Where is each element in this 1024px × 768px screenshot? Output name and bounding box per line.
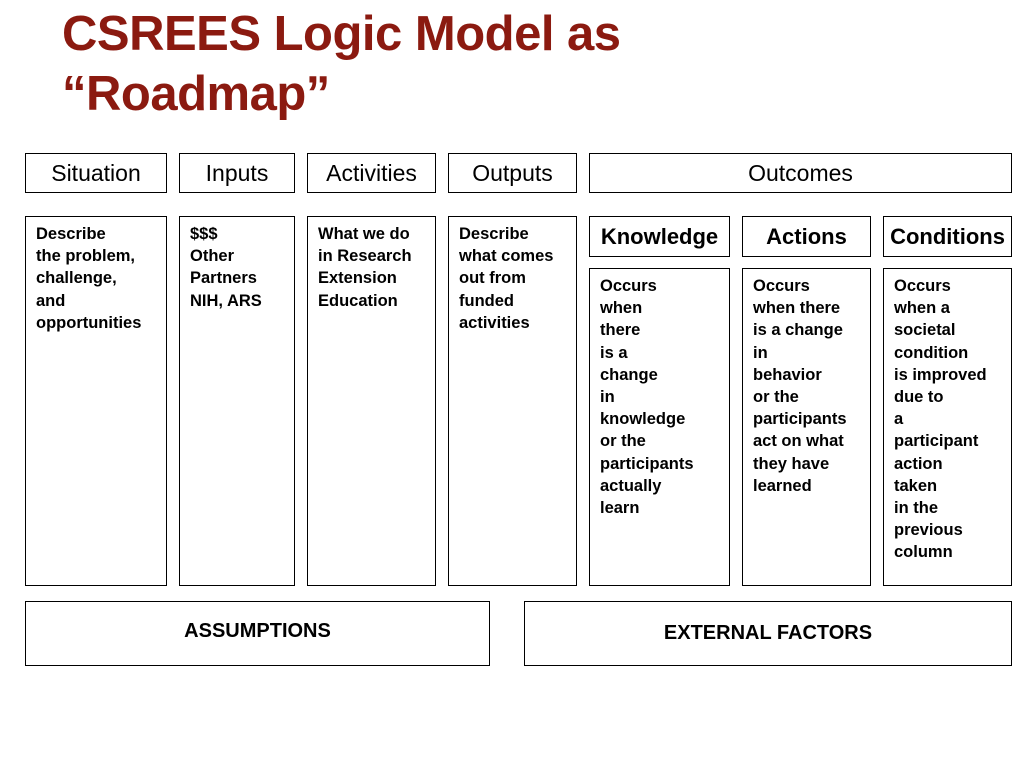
text-line: a (894, 410, 904, 429)
text-line: opportunities (36, 313, 142, 332)
text-line: Occurs (753, 277, 810, 295)
text-line: in the (894, 499, 938, 518)
text-line: Describe (36, 225, 106, 243)
text-line: NIH, ARS (190, 291, 262, 310)
text-line: or the (753, 388, 799, 407)
text-line: participants (753, 410, 847, 429)
text-line: societal (894, 321, 956, 340)
text-line: in (753, 343, 768, 362)
text-line: participants (600, 454, 694, 473)
column-outputs: Describe what comes out from funded activiti… (448, 216, 577, 586)
text-line: Education (318, 291, 398, 310)
text-line: Describe (459, 225, 529, 243)
text-line: change (600, 365, 658, 384)
text-line: action (894, 454, 943, 473)
text-line: when there (753, 299, 841, 318)
text-line: Extension (318, 269, 397, 288)
subheader-knowledge: Knowledge (589, 216, 730, 257)
text-line: challenge, (36, 269, 117, 288)
text-line: the problem, (36, 247, 136, 266)
text-line: Occurs (894, 277, 951, 295)
text-line: column (894, 543, 953, 562)
text-line: previous (894, 521, 963, 540)
slide-title-line-1: CSREES Logic Model as (62, 7, 621, 61)
text-line: and (36, 291, 66, 310)
text-line: is a change (753, 321, 843, 340)
text-line: when (600, 299, 643, 318)
external-factors-box: EXTERNAL FACTORS (524, 601, 1012, 666)
text-line: act on what (753, 432, 844, 451)
assumptions-box: ASSUMPTIONS (25, 601, 490, 666)
text-line: Other (190, 247, 235, 266)
text-line: is improved (894, 365, 987, 384)
text-line: condition (894, 343, 969, 362)
slide-title-line-2: “Roadmap” (62, 67, 330, 121)
header-outputs: Outputs (448, 153, 577, 193)
header-activities: Activities (307, 153, 436, 193)
slide-title: CSREES Logic Model as “Roadmap” (62, 4, 962, 124)
text-line: learned (753, 476, 812, 495)
subheader-actions: Actions (742, 216, 871, 257)
text-line: funded (459, 291, 514, 310)
text-line: in (600, 388, 615, 407)
text-line: knowledge (600, 410, 686, 429)
header-outcomes: Outcomes (589, 153, 1012, 193)
subheader-conditions: Conditions (883, 216, 1012, 257)
text-line: activities (459, 313, 530, 332)
text-line: $$$ (190, 225, 218, 243)
text-line: taken (894, 476, 938, 495)
column-knowledge: Occurs when there is a change in knowledge or t… (589, 268, 730, 586)
text-line: there (600, 321, 641, 340)
text-line: when a (894, 299, 950, 318)
text-line: participant (894, 432, 979, 451)
text-line: Occurs (600, 277, 657, 295)
column-actions: Occurs when there is a change in behavior or … (742, 268, 871, 586)
text-line: is a (600, 343, 628, 362)
text-line: or the (600, 432, 646, 451)
text-line: behavior (753, 365, 822, 384)
text-line: What we do (318, 225, 410, 243)
text-line: learn (600, 499, 640, 518)
text-line: Partners (190, 269, 257, 288)
header-inputs: Inputs (179, 153, 295, 193)
text-line: they have (753, 454, 830, 473)
text-line: out from (459, 269, 526, 288)
column-situation: Describe the problem, challenge, and opportu… (25, 216, 167, 586)
text-line: in Research (318, 247, 412, 266)
column-conditions: Occurs when a societal condition is improved… (883, 268, 1012, 586)
header-situation: Situation (25, 153, 167, 193)
text-line: actually (600, 476, 662, 495)
text-line: due to (894, 388, 944, 407)
text-line: what comes (459, 247, 554, 266)
